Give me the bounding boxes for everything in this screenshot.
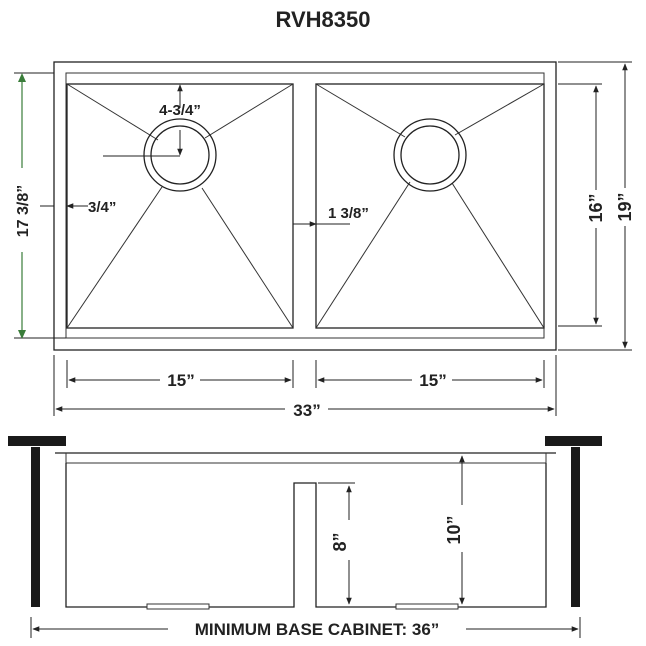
left-drain-inner <box>150 125 210 185</box>
cabinet-wall-left <box>31 447 40 607</box>
right-drain-inner <box>400 125 460 185</box>
side-view <box>8 436 602 610</box>
dim-outer-depth-left: 17 3/8” <box>15 185 32 237</box>
dim-overall-depth: 19” <box>615 192 635 221</box>
cabinet-wall-right <box>571 447 580 607</box>
dim-bowl-depth: 16” <box>586 193 606 222</box>
dim-bowl-height: 10” <box>444 515 464 544</box>
countertop-right <box>545 436 602 446</box>
dim-rim-left: 3/4” <box>88 199 116 216</box>
outer-rim <box>53 61 557 351</box>
dim-overall-width: 33” <box>293 401 320 420</box>
left-drain-outer <box>143 118 217 192</box>
inner-rim <box>65 72 545 339</box>
right-drain-outer <box>393 118 467 192</box>
dim-divider: 1 3/8” <box>328 205 369 222</box>
model-title: RVH8350 <box>276 7 371 32</box>
countertop-left <box>8 436 66 446</box>
dim-cabinet: MINIMUM BASE CABINET: 36” <box>195 620 440 639</box>
dim-bowl-left-width: 15” <box>167 371 194 390</box>
dim-bowl-right-width: 15” <box>419 371 446 390</box>
dim-drain-offset: 4-3/4” <box>159 102 201 119</box>
right-bowl <box>315 83 545 329</box>
dim-divider-height: 8” <box>330 532 350 551</box>
top-view <box>53 61 557 351</box>
